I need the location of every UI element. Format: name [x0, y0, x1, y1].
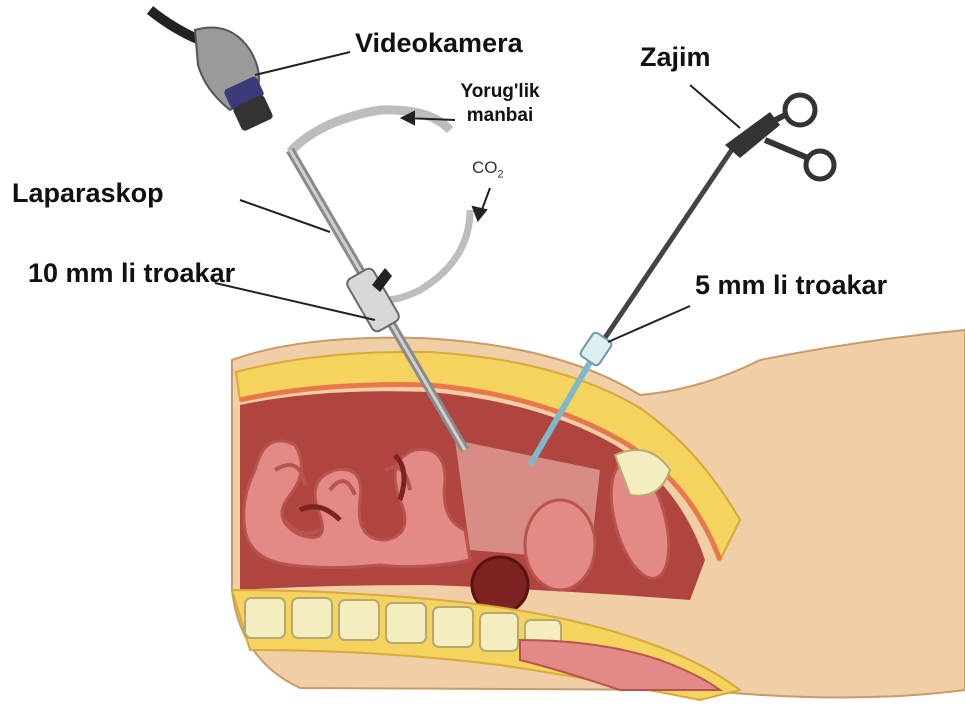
label-zajim: Zajim — [640, 42, 711, 73]
label-co2-main: CO — [472, 158, 498, 177]
label-5mm-trocar: 5 mm li troakar — [695, 270, 887, 301]
label-co2-sub: 2 — [498, 168, 504, 180]
label-laparaskop: Laparaskop — [12, 178, 164, 209]
light-cable — [290, 110, 450, 152]
co2-tube — [385, 210, 470, 300]
label-videokamera: Videokamera — [355, 28, 523, 59]
label-light-source: Yorug'lik manbai — [450, 80, 550, 128]
label-light-source-line2: manbai — [450, 104, 550, 128]
video-camera — [150, 10, 274, 132]
uterus — [525, 500, 595, 590]
label-light-source-line1: Yorug'lik — [450, 80, 550, 104]
label-10mm-trocar: 10 mm li troakar — [28, 258, 235, 289]
label-co2: CO2 — [472, 158, 504, 180]
